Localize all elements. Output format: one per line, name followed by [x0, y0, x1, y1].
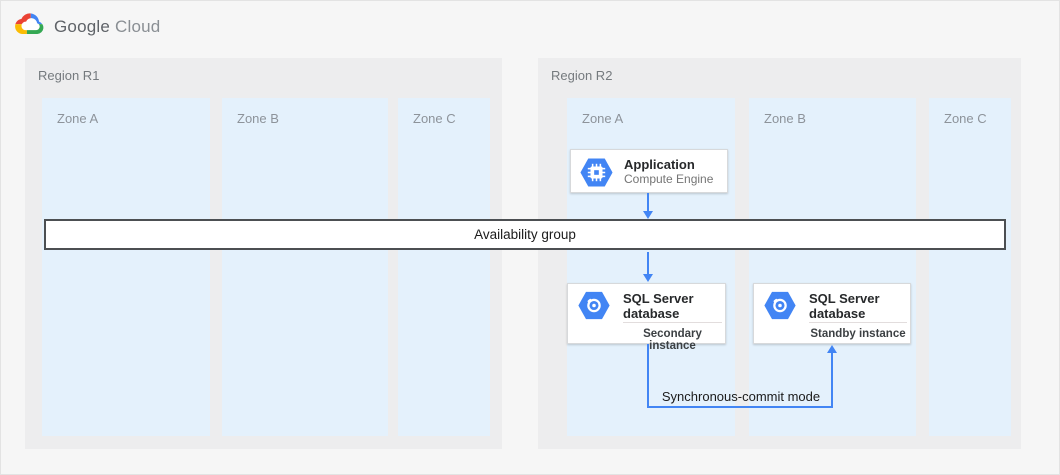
node-sql-secondary: SQL Server database Secondary instance: [567, 283, 726, 352]
availability-group-label: Availability group: [474, 227, 576, 242]
sql-secondary-role: Secondary instance: [643, 328, 702, 352]
connector-app-to-group: [647, 193, 649, 212]
arrowhead-up-icon: [827, 345, 837, 353]
zone-r2-c: Zone C: [929, 98, 1011, 436]
sql-secondary-title: SQL Server database: [623, 291, 694, 321]
sql-standby-role: Standby instance: [810, 328, 906, 340]
application-text: Application Compute Engine: [624, 157, 713, 187]
node-sql-standby: SQL Server database Standby instance: [753, 283, 911, 344]
sql-standby-title: SQL Server database: [809, 291, 880, 321]
zone-label: Zone B: [237, 111, 279, 126]
sync-commit-label: Synchronous-commit mode: [661, 389, 821, 404]
zone-r1-b: Zone B: [222, 98, 388, 436]
brand-primary: Google: [54, 16, 111, 36]
cloud-sql-icon: [764, 291, 796, 325]
region-r2-label: Region R2: [551, 68, 613, 83]
zone-label: Zone C: [413, 111, 456, 126]
google-cloud-logo-icon: [14, 11, 45, 41]
application-title: Application: [624, 157, 695, 172]
zone-r1-a: Zone A: [42, 98, 210, 436]
application-subtitle: Compute Engine: [624, 172, 714, 186]
zone-label: Zone C: [944, 111, 987, 126]
connector-sync-left: [647, 344, 649, 408]
availability-group-band: Availability group: [44, 219, 1006, 250]
zone-r1-c: Zone C: [398, 98, 490, 436]
node-application: Application Compute Engine: [570, 149, 728, 193]
cloud-sql-icon: [578, 291, 610, 325]
arrowhead-down-icon: [643, 211, 653, 219]
connector-sync-bottom: [647, 406, 833, 408]
region-r1-label: Region R1: [38, 68, 100, 83]
connector-sync-right: [831, 353, 833, 408]
brand-secondary: Cloud: [115, 16, 161, 36]
zone-label: Zone A: [57, 111, 99, 126]
connector-group-to-secondary: [647, 252, 649, 275]
compute-engine-icon: [580, 158, 613, 192]
divider: [623, 322, 722, 323]
arrowhead-down-icon: [643, 274, 653, 282]
zone-label: Zone A: [582, 111, 624, 126]
zone-label: Zone B: [764, 111, 806, 126]
divider: [809, 322, 907, 323]
